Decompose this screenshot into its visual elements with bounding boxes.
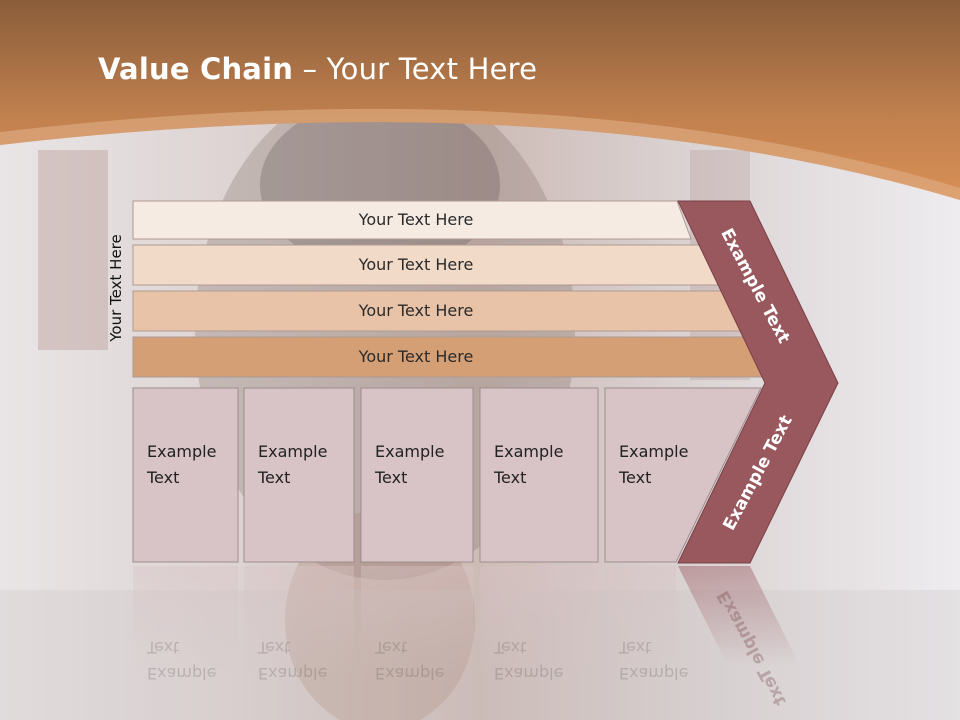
support-activity-bars [132, 200, 777, 378]
margin-chevron-reflection [678, 566, 800, 666]
activity-box-reflection-1 [133, 566, 238, 676]
page-title: Value Chain – Your Text Here [98, 52, 538, 86]
support-bar-label-3: Your Text Here [358, 301, 474, 320]
support-bar-label-1: Your Text Here [358, 210, 474, 229]
activity-box-3 [360, 387, 474, 563]
support-bar-1 [132, 200, 692, 240]
activity-box-reflection-5 [605, 566, 676, 676]
activity-box-reflection-4 [480, 566, 598, 676]
activity-box-1 [132, 387, 239, 563]
activity-box-2 [243, 387, 355, 563]
margin-chevron-shape [677, 200, 839, 564]
margin-chevron [677, 200, 839, 666]
activity-box-reflection-2 [244, 566, 354, 676]
header-band [0, 0, 960, 200]
side-label-text: Your Text Here [107, 234, 125, 342]
support-bar-label-2: Your Text Here [358, 255, 474, 274]
activity-box-5 [604, 387, 762, 563]
primary-activity-boxes [132, 387, 762, 676]
activity-box-reflection-3 [361, 566, 473, 676]
support-bar-label-4: Your Text Here [358, 347, 474, 366]
header-highlight [0, 108, 960, 200]
activity-box-4 [479, 387, 599, 563]
background-window-left [38, 150, 108, 350]
